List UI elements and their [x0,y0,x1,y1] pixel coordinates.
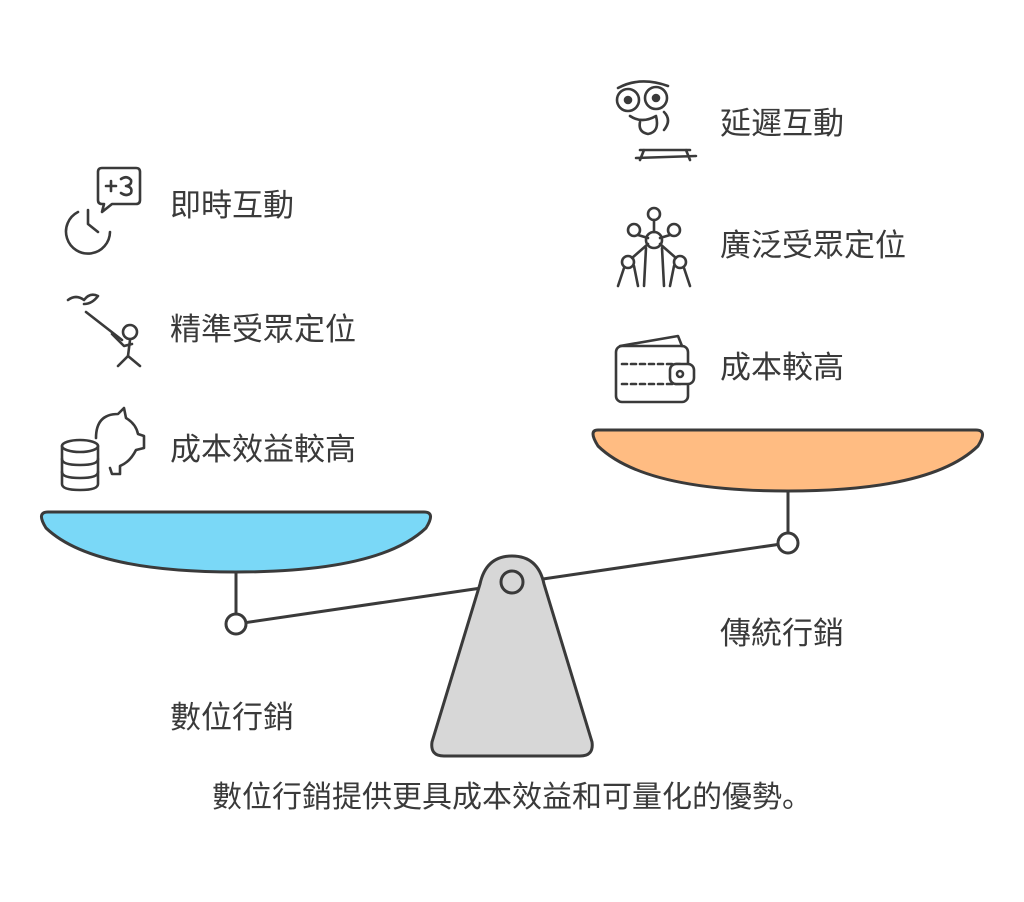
wallet-icon [614,334,696,404]
left-side-title: 數位行銷 [170,700,294,736]
diagram-caption: 數位行銷提供更具成本效益和可量化的優勢。 [212,780,812,815]
fulcrum [430,554,594,758]
atomium-icon [616,206,692,288]
left-pivot-joint [224,612,248,636]
chat-timer-icon [64,166,142,255]
left-pan [40,510,432,574]
right-item-label-delayed-interaction: 延遲互動 [720,106,844,142]
piggy-bank-coins-icon [60,406,146,492]
left-item-label-precise-targeting: 精準受眾定位 [170,312,356,348]
fulcrum-pin [499,569,525,595]
tired-face-icon [615,80,698,162]
right-pan [591,428,984,493]
left-item-label-cost-effective: 成本效益較高 [170,432,356,468]
archer-target-icon [66,293,142,368]
left-item-label-instant-interaction: 即時互動 [170,188,294,224]
right-item-label-broad-targeting: 廣泛受眾定位 [720,228,906,264]
right-side-title: 傳統行銷 [720,616,844,652]
right-pivot-joint [776,531,800,555]
right-item-label-higher-cost: 成本較高 [720,350,844,386]
